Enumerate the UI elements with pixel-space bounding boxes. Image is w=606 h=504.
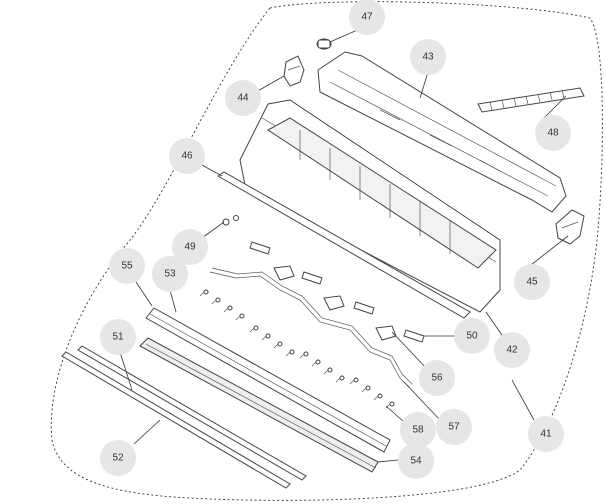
part-50-brackets xyxy=(249,241,425,343)
part-56-clips xyxy=(273,265,397,341)
part-53-louver xyxy=(145,307,391,453)
callout-label: 52 xyxy=(112,453,124,464)
callout-44: 44 xyxy=(225,80,261,116)
part-48-spring xyxy=(477,87,585,113)
callout-48: 48 xyxy=(535,115,571,151)
assembly-boundary xyxy=(50,1,603,501)
part-43-top-cover xyxy=(317,51,567,213)
leader-lines xyxy=(119,27,569,463)
part-42-main-housing xyxy=(239,99,501,313)
callout-label: 54 xyxy=(410,456,422,467)
callout-45: 45 xyxy=(514,264,550,300)
part-47-cap xyxy=(316,38,332,50)
callout-label: 48 xyxy=(547,128,559,139)
callout-58: 58 xyxy=(400,412,436,448)
part-58-louver-pins xyxy=(199,289,395,409)
callout-43: 43 xyxy=(410,39,446,75)
callout-46: 46 xyxy=(169,138,205,174)
part-52-rod xyxy=(61,351,291,489)
callout-label: 46 xyxy=(181,151,193,162)
callout-label: 47 xyxy=(361,12,373,23)
callout-55: 55 xyxy=(109,248,145,284)
part-46-long-bar xyxy=(217,171,471,319)
callout-label: 43 xyxy=(422,52,434,63)
callout-50: 50 xyxy=(454,318,490,354)
part-57-linkage-wire xyxy=(209,267,413,389)
callout-49: 49 xyxy=(172,229,208,265)
callout-53: 53 xyxy=(152,256,188,292)
callout-label: 45 xyxy=(526,277,538,288)
callout-label: 53 xyxy=(164,269,176,280)
callout-label: 56 xyxy=(431,373,443,384)
callout-41: 41 xyxy=(528,416,564,452)
callout-label: 58 xyxy=(412,425,424,436)
callout-label: 44 xyxy=(237,93,249,104)
part-45-right-clip xyxy=(555,209,585,245)
part-49-screw xyxy=(222,215,239,226)
callout-52: 52 xyxy=(100,440,136,476)
callout-label: 42 xyxy=(506,345,518,356)
callout-label: 51 xyxy=(112,332,124,343)
part-51-rod xyxy=(77,345,307,481)
callout-54: 54 xyxy=(398,443,434,479)
callout-label: 49 xyxy=(184,242,196,253)
callout-51: 51 xyxy=(100,319,136,355)
callout-label: 50 xyxy=(466,331,478,342)
part-44-left-clip xyxy=(283,55,305,87)
callout-57: 57 xyxy=(436,409,472,445)
callout-label: 41 xyxy=(540,429,552,440)
callout-label: 55 xyxy=(121,261,133,272)
callout-label: 57 xyxy=(448,422,460,433)
callout-47: 47 xyxy=(349,0,385,35)
callout-56: 56 xyxy=(419,360,455,396)
callout-42: 42 xyxy=(494,332,530,368)
